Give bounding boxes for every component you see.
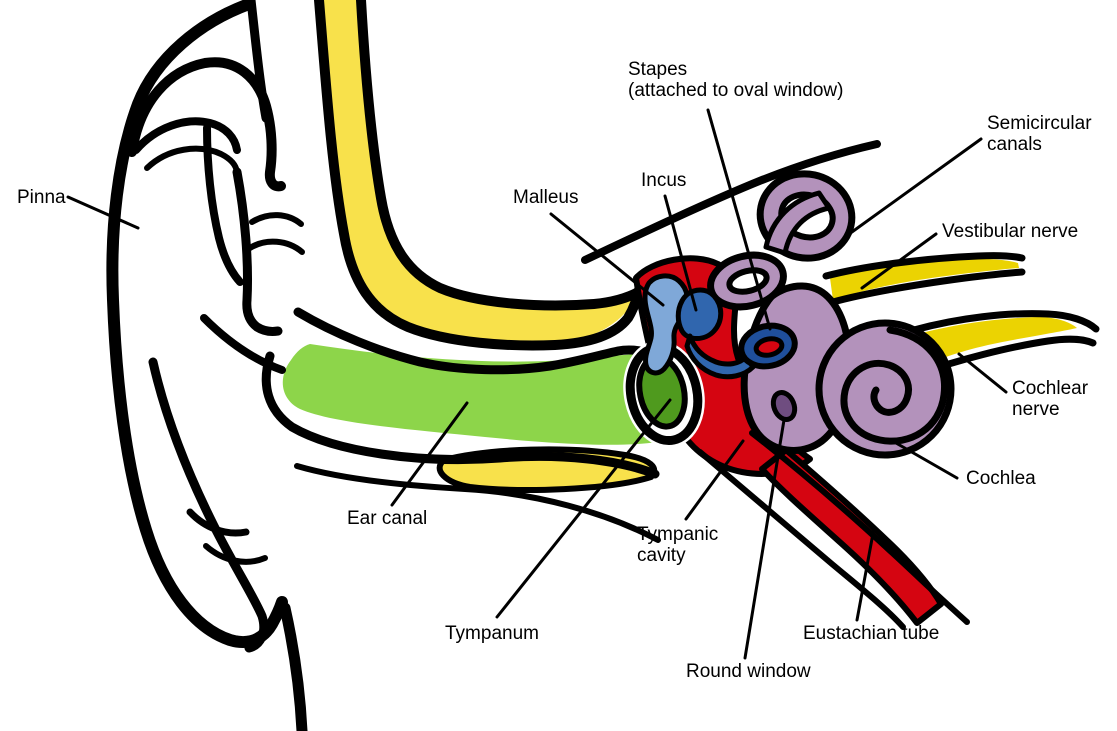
eustachian-tube-fill xyxy=(759,447,944,626)
antihelix-wave-a xyxy=(132,117,241,154)
label-cochlea: Cochlea xyxy=(966,468,1036,489)
cochlea-spiral xyxy=(840,326,948,445)
label-eustachian-tube: Eustachian tube xyxy=(803,623,940,644)
canal-bottom-wall-line xyxy=(261,351,660,479)
antihelix-ridge-2 xyxy=(203,124,244,286)
semicircular-canal-band xyxy=(763,190,832,256)
cochlea-body xyxy=(815,319,955,459)
label-malleus: Malleus xyxy=(513,187,579,208)
leader-tympanic-cavity xyxy=(684,439,745,521)
leader-stapes xyxy=(706,108,772,331)
leader-pinna xyxy=(66,195,140,230)
leader-cochlear-nerve xyxy=(957,352,1008,394)
eustachian-lower-line xyxy=(697,449,906,630)
label-ear-canal: Ear canal xyxy=(347,508,428,529)
round-window xyxy=(770,389,798,423)
vestibular-nerve-top-line xyxy=(822,252,1026,280)
helix-top-edge xyxy=(246,0,271,123)
leader-tympanum xyxy=(495,398,672,619)
leader-vestibular-nerve xyxy=(860,232,938,290)
ear-canal-region xyxy=(261,307,686,479)
incus-bone xyxy=(675,287,724,341)
bone-inner-line xyxy=(356,0,647,311)
bone-lower-wavy-line xyxy=(294,463,661,543)
cochlear-nerve-fill xyxy=(918,317,1077,368)
ossicles xyxy=(642,273,798,380)
concha-arc xyxy=(200,314,286,374)
eustachian-upper-line xyxy=(749,430,970,625)
label-vestibular-nerve: Vestibular nerve xyxy=(942,221,1079,242)
label-round-window: Round window xyxy=(686,661,811,682)
leader-cochlea xyxy=(894,441,959,480)
leader-semicircular-canals xyxy=(843,137,983,239)
label-cochlear-nerve: Cochlear nerve xyxy=(1012,378,1089,420)
leader-lines xyxy=(66,108,1008,660)
label-incus: Incus xyxy=(641,170,687,191)
antihelix-wave-b xyxy=(144,145,240,175)
crus-helix-arc-2 xyxy=(247,238,305,255)
label-tympanum: Tympanum xyxy=(445,623,539,644)
vestibular-nerve-bottom-line xyxy=(829,268,1026,306)
bone-outer-line xyxy=(314,0,645,351)
pinna-outline xyxy=(106,0,308,731)
skull-arc xyxy=(581,140,881,264)
canal-top-wall-line xyxy=(293,307,653,375)
ear-canal-fill xyxy=(282,344,686,445)
leader-malleus xyxy=(549,212,665,307)
jaw-line xyxy=(279,602,308,731)
label-semicircular-canals: Semicircular canals xyxy=(987,113,1092,155)
antitragus-arc-1 xyxy=(186,508,250,537)
inner-lobe-line xyxy=(148,357,269,653)
antitragus-arc-2 xyxy=(203,543,268,565)
leader-eustachian-tube xyxy=(855,526,876,622)
leader-incus xyxy=(663,194,698,312)
label-tympanic-cavity: Tympanic cavity xyxy=(637,524,719,566)
nerves xyxy=(822,252,1100,378)
label-stapes: Stapes (attached to oval window) xyxy=(628,59,844,101)
leader-round-window xyxy=(743,418,786,660)
stapes-hole xyxy=(753,336,785,358)
crus-helix-arc-1 xyxy=(249,212,304,227)
leader-ear-canal xyxy=(390,401,469,507)
label-pinna: Pinna xyxy=(17,187,66,208)
cochlear-nerve-top-line xyxy=(910,310,1100,334)
antihelix-ridge xyxy=(232,167,283,336)
